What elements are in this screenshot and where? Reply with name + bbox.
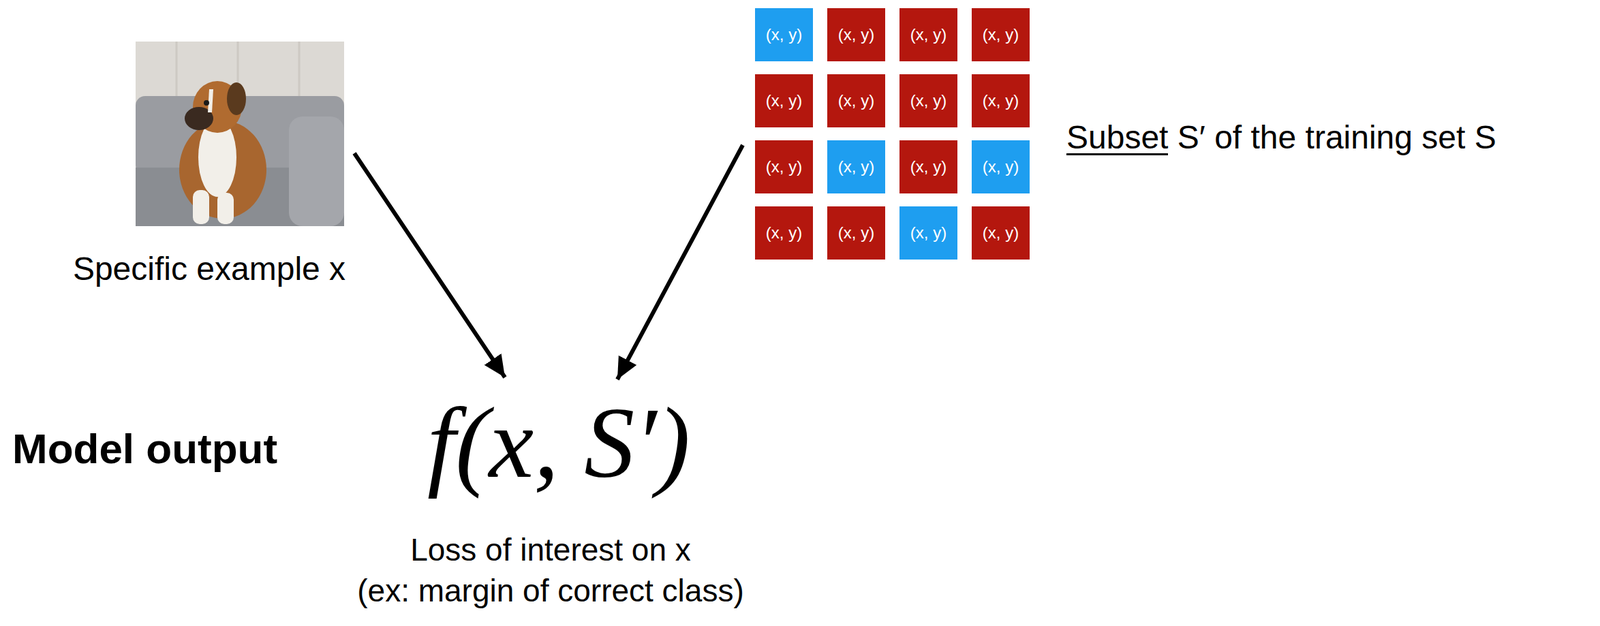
sample-square: (x, y) [755,140,813,194]
subset-caption: Subset S′ of the training set S [1066,121,1497,155]
sample-pair: (x, y) [765,26,803,43]
sample-square: (x, y) [755,206,813,260]
input-arrow [354,153,505,378]
word-underline [1066,153,1168,156]
sample-pair: (x, y) [982,26,1019,43]
dog-ear [226,82,246,116]
sample-square: (x, y) [899,74,958,128]
sample-pair: (x, y) [910,224,947,242]
formula-note: (ex: margin of correct class) [357,575,744,607]
sample-square: (x, y) [827,140,886,194]
sofa-armrest [288,116,345,227]
sample-pair: (x, y) [838,26,875,43]
sample-pair: (x, y) [982,224,1019,242]
sample-pair: (x, y) [910,158,947,176]
wall-panel [175,41,178,103]
dog-leg [217,192,234,225]
sample-square: (x, y) [899,8,958,62]
sample-square: (x, y) [971,206,1030,260]
dog-photo [135,41,345,227]
dog-eye [203,100,210,106]
sample-pair: (x, y) [982,158,1019,176]
dog-blaze [207,89,214,113]
photo-wall [135,41,345,227]
formula-note: Loss of interest on x [410,534,691,566]
example-caption: Specific example x [72,252,346,286]
sample-square: (x, y) [971,140,1030,194]
sample-pair: (x, y) [765,92,803,110]
sample-pair: (x, y) [765,158,803,176]
sample-square: (x, y) [827,74,886,128]
dog-leg [192,190,210,225]
sample-square: (x, y) [755,8,813,62]
sample-pair: (x, y) [910,92,947,110]
sample-pair: (x, y) [982,92,1019,110]
sample-square: (x, y) [827,8,886,62]
sample-pair: (x, y) [910,26,947,43]
sample-square: (x, y) [827,206,886,260]
model-output-title: Model output [12,427,278,471]
model-formula: f(x, S′) [427,392,691,494]
wall-panel [298,41,301,103]
sample-square: (x, y) [899,140,958,194]
input-arrow [617,145,743,380]
sample-square: (x, y) [971,74,1030,128]
sample-pair: (x, y) [838,224,875,242]
sample-pair: (x, y) [838,158,875,176]
sample-square: (x, y) [899,206,958,260]
sample-pair: (x, y) [838,92,875,110]
sample-pair: (x, y) [765,224,803,242]
sample-square: (x, y) [971,8,1030,62]
sample-square: (x, y) [755,74,813,128]
